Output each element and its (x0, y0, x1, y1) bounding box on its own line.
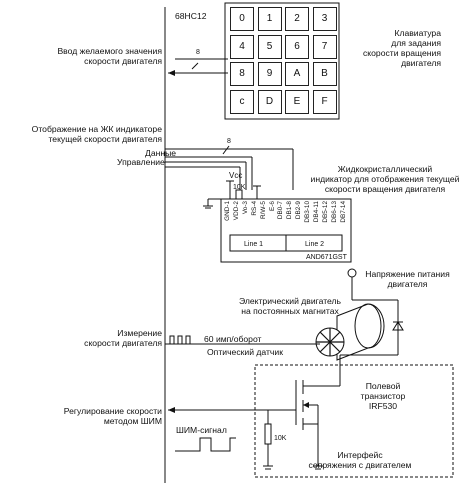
lcd-pin-label: DB3-10 (304, 201, 312, 223)
keypad-frame (224, 2, 340, 120)
label-line: скорости двигателя (84, 56, 162, 66)
lcd-bus-width: 8 (227, 138, 231, 145)
lcd-pin-label: DB1-8 (286, 201, 294, 220)
lcd-pin-label: E-6 (268, 201, 276, 211)
supply-label: Напряжение питания двигателя (355, 269, 460, 289)
fet-arrow (303, 402, 309, 408)
keypad-key: D (257, 89, 282, 114)
lcd-model: AND671GST (306, 254, 347, 261)
label-line: транзистор (360, 391, 406, 401)
motor-end (354, 303, 382, 349)
label-line: Отображение на ЖК индикаторе (31, 124, 162, 134)
resistor-label: 10K (274, 435, 287, 442)
label-line: методом ШИМ (103, 416, 162, 426)
keypad-label-line: для задания (391, 38, 441, 48)
lcd-pin-label: DB7-14 (339, 201, 347, 223)
freewheel-diode (392, 321, 404, 331)
lcd-pin-label: R/W-5 (259, 201, 267, 219)
label-line: IRF530 (368, 401, 398, 411)
interface-label: Интерфейс сопряжения с двигателем (305, 450, 415, 470)
transistor-label: Полевой транзистор IRF530 (348, 381, 418, 411)
display-out-label: Отображение на ЖК индикаторе текущей ско… (32, 124, 162, 144)
label-line: сопряжения с двигателем (308, 460, 412, 470)
label-line: Ввод желаемого значения (57, 46, 162, 56)
motor-label: Электрический двигатель на постоянных ма… (235, 296, 345, 316)
sensor-label: Оптический датчик (207, 347, 283, 357)
data-label: Данные (145, 148, 177, 158)
mcu-name: 68HC12 (175, 11, 207, 21)
pwm-waveform (175, 437, 236, 452)
keypad-key: 5 (257, 34, 282, 59)
lcd-pin-label: DB2-9 (295, 201, 303, 220)
measure-label: Измерение скорости двигателя (84, 328, 162, 348)
bus-slash (191, 62, 199, 70)
lcd-pin-label: Vo-3 (241, 201, 249, 215)
label-line: на постоянных магнитах (241, 306, 339, 316)
keypad-label-line: двигателя (401, 58, 441, 68)
lcd-pin-label: GND-1 (224, 201, 231, 221)
keypad-key: F (312, 89, 337, 114)
lcd-module (220, 198, 352, 263)
keypad-label-line: Клавиатура (394, 28, 441, 38)
lcd-line1: Line 1 (244, 241, 264, 248)
lcd-pin-label: RS-4 (250, 201, 258, 216)
control-label: Управление (117, 157, 165, 167)
lcd-pin-label: DB4-11 (313, 201, 320, 223)
keypad-key: 4 (230, 34, 254, 59)
label-line: двигателя (387, 279, 428, 289)
label-line: скорости вращения двигателя (324, 184, 446, 194)
keypad-key: 9 (257, 62, 282, 86)
lcd-bus-slash (222, 145, 230, 155)
pwm-signal-label: ШИМ-сигнал (176, 425, 227, 435)
keypad-label: Клавиатура для задания скорости вращения… (363, 28, 441, 68)
lcd-pin-label: DB5-12 (321, 201, 329, 223)
pot-label: 10K (233, 184, 246, 191)
label-line: текущей скорости двигателя (48, 134, 162, 144)
keypad-bus-width: 8 (196, 49, 200, 56)
lcd-pin-label: VDD-2 (232, 201, 240, 221)
label-line: Электрический двигатель (238, 296, 342, 306)
label-line: Измерение (117, 328, 162, 338)
lcd-title: Жидкокристаллический индикатор для отобр… (305, 164, 465, 194)
lcd-pin-label: DB6-13 (330, 201, 338, 223)
lcd-pin-label: DB0-7 (277, 201, 285, 220)
keypad-key: B (312, 62, 337, 86)
keypad-key: 7 (312, 34, 337, 59)
speed-input-label: Ввод желаемого значения скорости двигате… (57, 46, 162, 66)
keypad-key: A (285, 62, 309, 86)
keypad-key: 2 (285, 7, 309, 31)
encoder-spokes (316, 328, 344, 356)
label-line: Напряжение питания (365, 269, 450, 279)
pwm-control-label: Регулирование скорости методом ШИМ (64, 406, 162, 426)
lcd-line2: Line 2 (305, 241, 325, 248)
label-line: Жидкокристаллический (337, 164, 433, 174)
label-line: индикатор для отображения текущей (310, 174, 460, 184)
keypad-arrow (168, 70, 175, 76)
pulldown-resistor (264, 423, 272, 445)
pulses-label: 60 имп/оборот (204, 334, 262, 344)
keypad-key: E (285, 89, 309, 114)
keypad-key: 3 (312, 7, 337, 31)
keypad-key: 8 (230, 62, 254, 86)
label-line: скорости двигателя (84, 338, 162, 348)
label-line: Регулирование скорости (63, 406, 162, 416)
vcc-label: Vcc (229, 171, 243, 180)
pulse-waveform (169, 335, 191, 345)
keypad-key: c (230, 89, 254, 114)
keypad-key: 6 (285, 34, 309, 59)
keypad-label-line: скорости вращения (363, 48, 441, 58)
label-line: Полевой (365, 381, 401, 391)
keypad-key: 1 (257, 7, 282, 31)
label-line: Интерфейс (337, 450, 383, 460)
keypad-key: 0 (230, 7, 254, 31)
